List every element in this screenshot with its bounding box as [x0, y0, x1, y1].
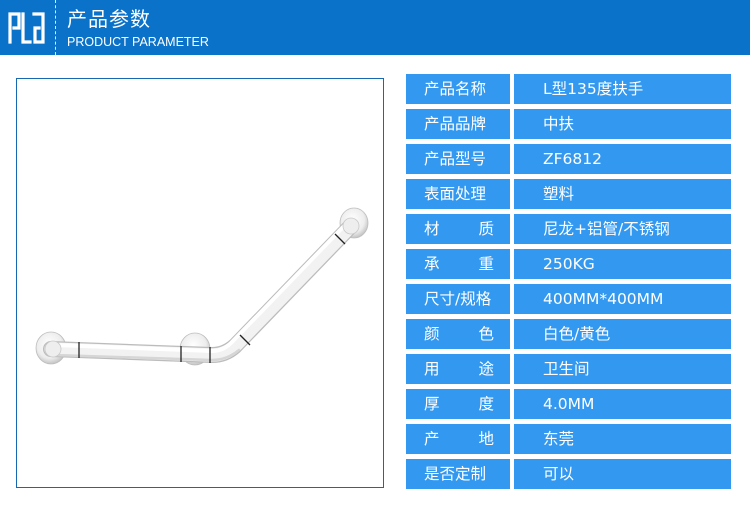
spec-label-part: 途 — [478, 360, 494, 378]
spec-label: 用 途 — [406, 354, 510, 384]
page-subtitle: PRODUCT PARAMETER — [67, 35, 209, 49]
spec-label-part: 重 — [478, 255, 494, 273]
spec-row-name: 产品名称 L型135度扶手 — [406, 74, 731, 104]
spec-row-model: 产品型号 ZF6812 — [406, 144, 731, 174]
spec-label: 产品型号 — [406, 144, 510, 174]
spec-label-part: 产 — [424, 430, 440, 448]
spec-label-part: 承 — [424, 255, 440, 273]
spec-row-thickness: 厚 度 4.0MM — [406, 389, 731, 419]
handrail-product-image — [35, 207, 369, 366]
spec-row-origin: 产 地 东莞 — [406, 424, 731, 454]
page-title: 产品参数 — [67, 7, 151, 31]
spec-value: 东莞 — [514, 424, 731, 454]
spec-label-part: 颜 — [424, 325, 440, 343]
spec-label: 是否定制 — [406, 459, 510, 489]
spec-label: 厚 度 — [406, 389, 510, 419]
spec-label-part: 度 — [478, 395, 494, 413]
spec-value: ZF6812 — [514, 144, 731, 174]
spec-row-load: 承 重 250KG — [406, 249, 731, 279]
spec-label-part: 质 — [478, 220, 494, 238]
spec-row-usage: 用 途 卫生间 — [406, 354, 731, 384]
spec-label-part: 用 — [424, 360, 440, 378]
spec-value: 250KG — [514, 249, 731, 279]
spec-value: 4.0MM — [514, 389, 731, 419]
brand-logo-icon — [8, 12, 45, 44]
spec-value: 400MM*400MM — [514, 284, 731, 314]
spec-value: 尼龙+铝管/不锈钢 — [514, 214, 731, 244]
spec-label: 产品品牌 — [406, 109, 510, 139]
spec-label: 承 重 — [406, 249, 510, 279]
spec-row-size: 尺寸/规格 400MM*400MM — [406, 284, 731, 314]
header-bar: 产品参数 PRODUCT PARAMETER — [0, 0, 750, 55]
spec-label: 材 质 — [406, 214, 510, 244]
spec-label: 表面处理 — [406, 179, 510, 209]
spec-value: 可以 — [514, 459, 731, 489]
product-image-panel — [16, 78, 384, 488]
spec-value: 塑料 — [514, 179, 731, 209]
header-divider — [55, 0, 56, 55]
spec-value: 卫生间 — [514, 354, 731, 384]
spec-value: L型135度扶手 — [514, 74, 731, 104]
spec-row-color: 颜 色 白色/黄色 — [406, 319, 731, 349]
spec-label-part: 材 — [424, 220, 440, 238]
spec-label-part: 地 — [478, 430, 494, 448]
spec-label: 产 地 — [406, 424, 510, 454]
spec-value: 中扶 — [514, 109, 731, 139]
spec-value: 白色/黄色 — [514, 319, 731, 349]
spec-row-customizable: 是否定制 可以 — [406, 459, 731, 489]
spec-label: 颜 色 — [406, 319, 510, 349]
spec-label-part: 色 — [478, 325, 494, 343]
spec-row-material: 材 质 尼龙+铝管/不锈钢 — [406, 214, 731, 244]
spec-row-brand: 产品品牌 中扶 — [406, 109, 731, 139]
spec-label: 尺寸/规格 — [406, 284, 510, 314]
spec-label-part: 厚 — [424, 395, 440, 413]
spec-label: 产品名称 — [406, 74, 510, 104]
spec-row-surface: 表面处理 塑料 — [406, 179, 731, 209]
